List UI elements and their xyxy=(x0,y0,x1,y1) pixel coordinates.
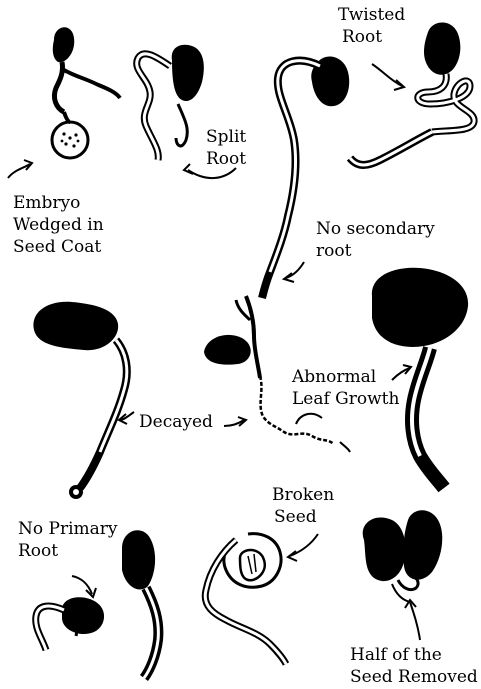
pointer-arrow-twisted-root xyxy=(372,64,402,86)
pointer-arrow-no-primary xyxy=(72,576,92,594)
label-half-seed-removed-line-1: Half of the xyxy=(350,644,478,666)
label-half-seed-removed: Half of the Seed Removed xyxy=(350,644,478,688)
label-broken-seed-line-1: Broken xyxy=(272,484,334,506)
label-abnormal-leaf-growth-line-1: Abnormal xyxy=(292,366,399,388)
label-abnormal-leaf-growth: Abnormal Leaf Growth xyxy=(292,366,399,410)
seedling-split-root xyxy=(137,45,204,160)
label-broken-seed-line-2: Seed xyxy=(272,506,334,528)
label-split-root: Split Root xyxy=(206,126,246,170)
label-no-secondary-root: No secondary root xyxy=(316,218,435,262)
seedling-left-long xyxy=(33,302,126,499)
label-split-root-line-2: Root xyxy=(206,148,246,170)
label-no-secondary-root-line-1: No secondary xyxy=(316,218,435,240)
label-twisted-root-line-2: Root xyxy=(338,26,405,48)
seedling-broken-seed xyxy=(205,534,286,664)
label-no-secondary-root-line-2: root xyxy=(316,240,435,262)
label-twisted-root-line-1: Twisted xyxy=(338,4,405,26)
label-embryo-wedged-line-3: Seed Coat xyxy=(13,236,104,258)
label-embryo-wedged: Embryo Wedged in Seed Coat xyxy=(13,192,104,258)
pointer-arrow-half-seed xyxy=(410,602,420,640)
label-no-primary-root: No Primary Root xyxy=(18,518,118,562)
label-half-seed-removed-line-2: Seed Removed xyxy=(350,666,478,688)
label-embryo-wedged-line-2: Wedged in xyxy=(13,214,104,236)
seedling-embryo-wedged xyxy=(52,27,120,158)
label-decayed: Decayed xyxy=(139,411,213,433)
seedling-half-seed-removed xyxy=(363,510,443,602)
label-no-primary-root-line-1: No Primary xyxy=(18,518,118,540)
label-broken-seed: Broken Seed xyxy=(272,484,334,528)
label-abnormal-leaf-growth-line-2: Leaf Growth xyxy=(292,388,399,410)
label-decayed-text: Decayed xyxy=(139,411,213,433)
label-no-primary-root-line-2: Root xyxy=(18,540,118,562)
label-twisted-root: Twisted Root xyxy=(338,4,405,48)
label-embryo-wedged-line-1: Embryo xyxy=(13,192,104,214)
label-split-root-line-1: Split xyxy=(206,126,246,148)
pointer-arrow-embryo xyxy=(8,164,30,178)
